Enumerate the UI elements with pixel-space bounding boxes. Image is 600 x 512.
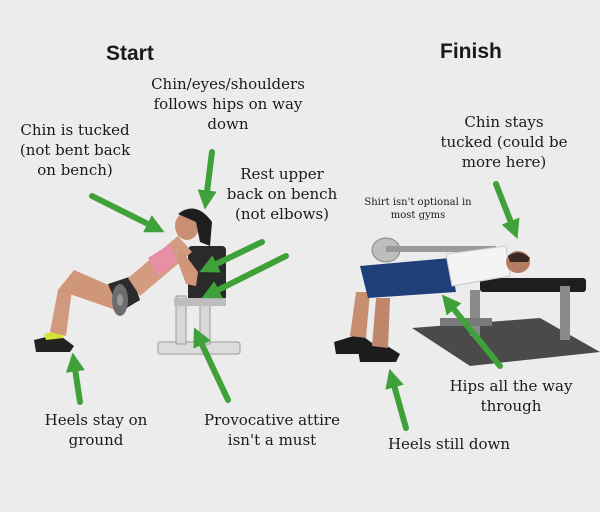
finish-bench	[412, 278, 600, 366]
caption-rest-upper: Rest upper back on bench (not elbows)	[226, 165, 338, 223]
heading-finish: Finish	[440, 40, 502, 63]
finish-athlete	[334, 237, 530, 362]
arrow-hips-through	[441, 294, 503, 369]
caption-chin-stays: Chin stays tucked (could be more here)	[440, 113, 568, 171]
arrow-chin-follows	[197, 149, 217, 210]
arrow-attire	[193, 327, 231, 403]
arrow-chin-tucked	[89, 193, 165, 233]
start-athlete	[34, 208, 212, 352]
caption-chin-tucked: Chin is tucked (not bent back on bench)	[19, 121, 131, 179]
caption-heels-down: Heels still down	[387, 435, 511, 453]
caption-shirt: Shirt isn't optional in most gyms	[364, 197, 472, 221]
arrow-rest-upper-1	[199, 239, 265, 273]
arrow-rest-upper-2	[201, 253, 289, 299]
arrow-chin-stays	[493, 181, 520, 239]
caption-hips-through: Hips all the way through	[449, 377, 573, 415]
arrow-heels-stay	[65, 352, 85, 405]
caption-heels-stay: Heels stay on ground	[44, 411, 148, 449]
arrow-heels-down	[385, 368, 409, 431]
heading-start: Start	[106, 42, 154, 65]
caption-chin-follows: Chin/eyes/shoulders follows hips on way …	[151, 75, 305, 133]
annotation-arrows	[65, 149, 520, 431]
caption-attire: Provocative attire isn't a must	[204, 411, 340, 449]
